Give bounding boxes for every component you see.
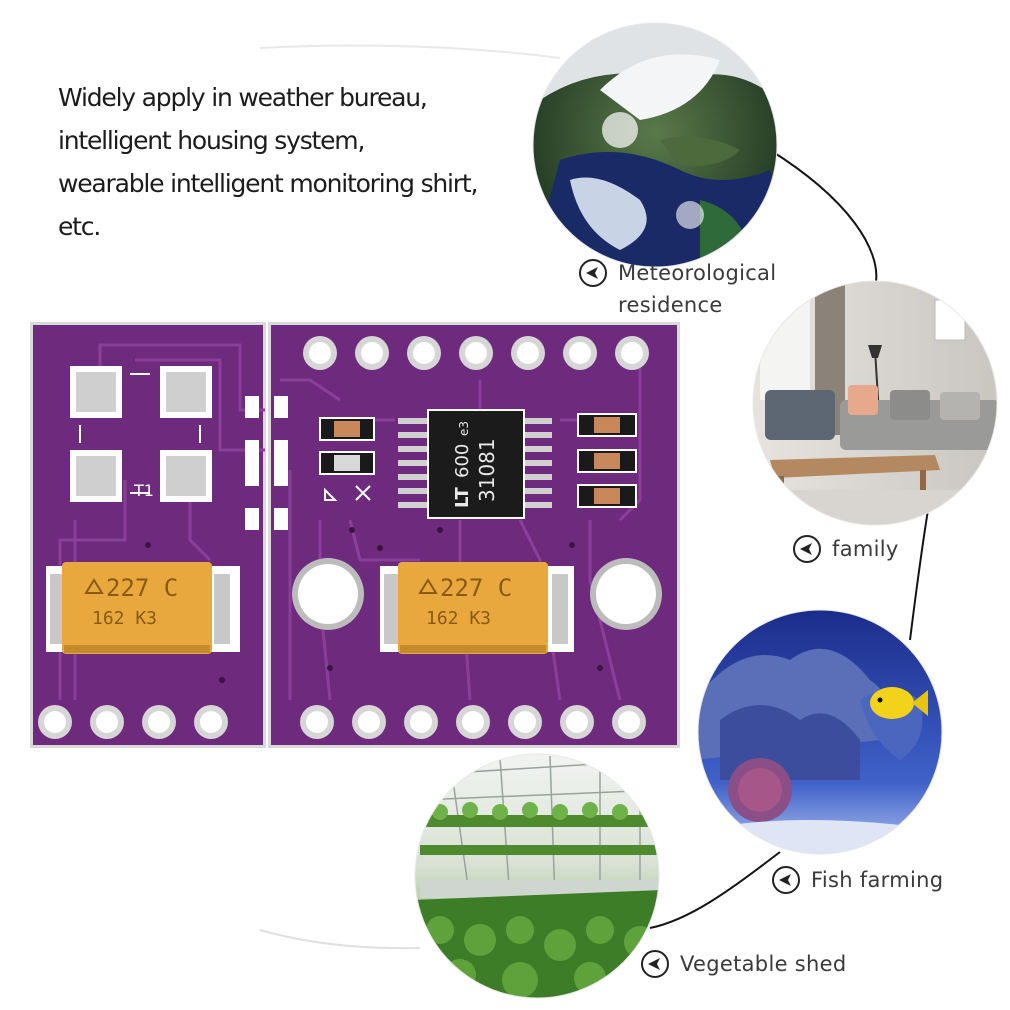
board-right bbox=[271, 325, 677, 745]
decor-arc bbox=[259, 929, 421, 950]
chip-brand: LT bbox=[452, 487, 473, 508]
chip-code-b: 31081 bbox=[475, 438, 499, 502]
photo-weather bbox=[533, 23, 777, 267]
chevron-circle-icon bbox=[793, 535, 821, 563]
application-label-family: family bbox=[792, 533, 899, 565]
intro-line: wearable intelligent monitoring shirt, bbox=[58, 169, 478, 198]
silk-label: T1 bbox=[133, 481, 154, 500]
application-label-meteorological: Meteorological residence bbox=[578, 257, 776, 321]
connector-line bbox=[909, 509, 929, 641]
smd-components bbox=[319, 413, 637, 508]
application-label-vegetable-shed: Vegetable shed bbox=[640, 948, 846, 980]
capacitor-marking: 162 K3 bbox=[426, 608, 491, 629]
capacitor-marking: 162 K3 bbox=[92, 608, 157, 629]
application-label-text: Meteorological residence bbox=[618, 261, 777, 317]
intro-line: intelligent housing system, bbox=[58, 126, 365, 155]
sensor-pads bbox=[70, 366, 212, 502]
intro-line: Widely apply in weather bureau, bbox=[58, 83, 428, 112]
photo-fish-farming bbox=[698, 610, 942, 854]
intro-text: Widely apply in weather bureau, intellig… bbox=[58, 76, 528, 248]
sensor-board: T1 bbox=[30, 322, 680, 748]
chevron-circle-icon bbox=[772, 866, 800, 894]
capacitor-marking: 227 C bbox=[106, 574, 178, 602]
header-pins-top bbox=[303, 336, 649, 370]
intro-line: etc. bbox=[58, 212, 101, 241]
capacitor-right: 227 C 162 K3 bbox=[380, 562, 574, 654]
connector-line bbox=[649, 851, 781, 929]
decor-arc bbox=[259, 44, 561, 59]
application-label-text: Vegetable shed bbox=[680, 952, 847, 976]
vias bbox=[145, 527, 603, 683]
capacitor-marking: 227 C bbox=[440, 574, 512, 602]
application-label-text: Fish farming bbox=[811, 868, 944, 892]
chevron-circle-icon bbox=[579, 259, 607, 287]
photo-vegetable-shed bbox=[415, 754, 659, 998]
ic-chip: LT 600 e3 31081 bbox=[398, 409, 552, 519]
chip-code-a: 600 bbox=[452, 444, 473, 478]
header-pins-bottom bbox=[38, 705, 646, 739]
connector-line bbox=[769, 149, 878, 283]
application-label-text: family bbox=[832, 537, 899, 561]
application-label-fish-farming: Fish farming bbox=[771, 864, 943, 896]
chip-mark: e3 bbox=[457, 421, 471, 436]
board-left bbox=[33, 325, 263, 745]
chevron-circle-icon bbox=[641, 950, 669, 978]
capacitor-left: 227 C 162 K3 bbox=[46, 562, 240, 654]
edge-pads bbox=[245, 396, 288, 530]
